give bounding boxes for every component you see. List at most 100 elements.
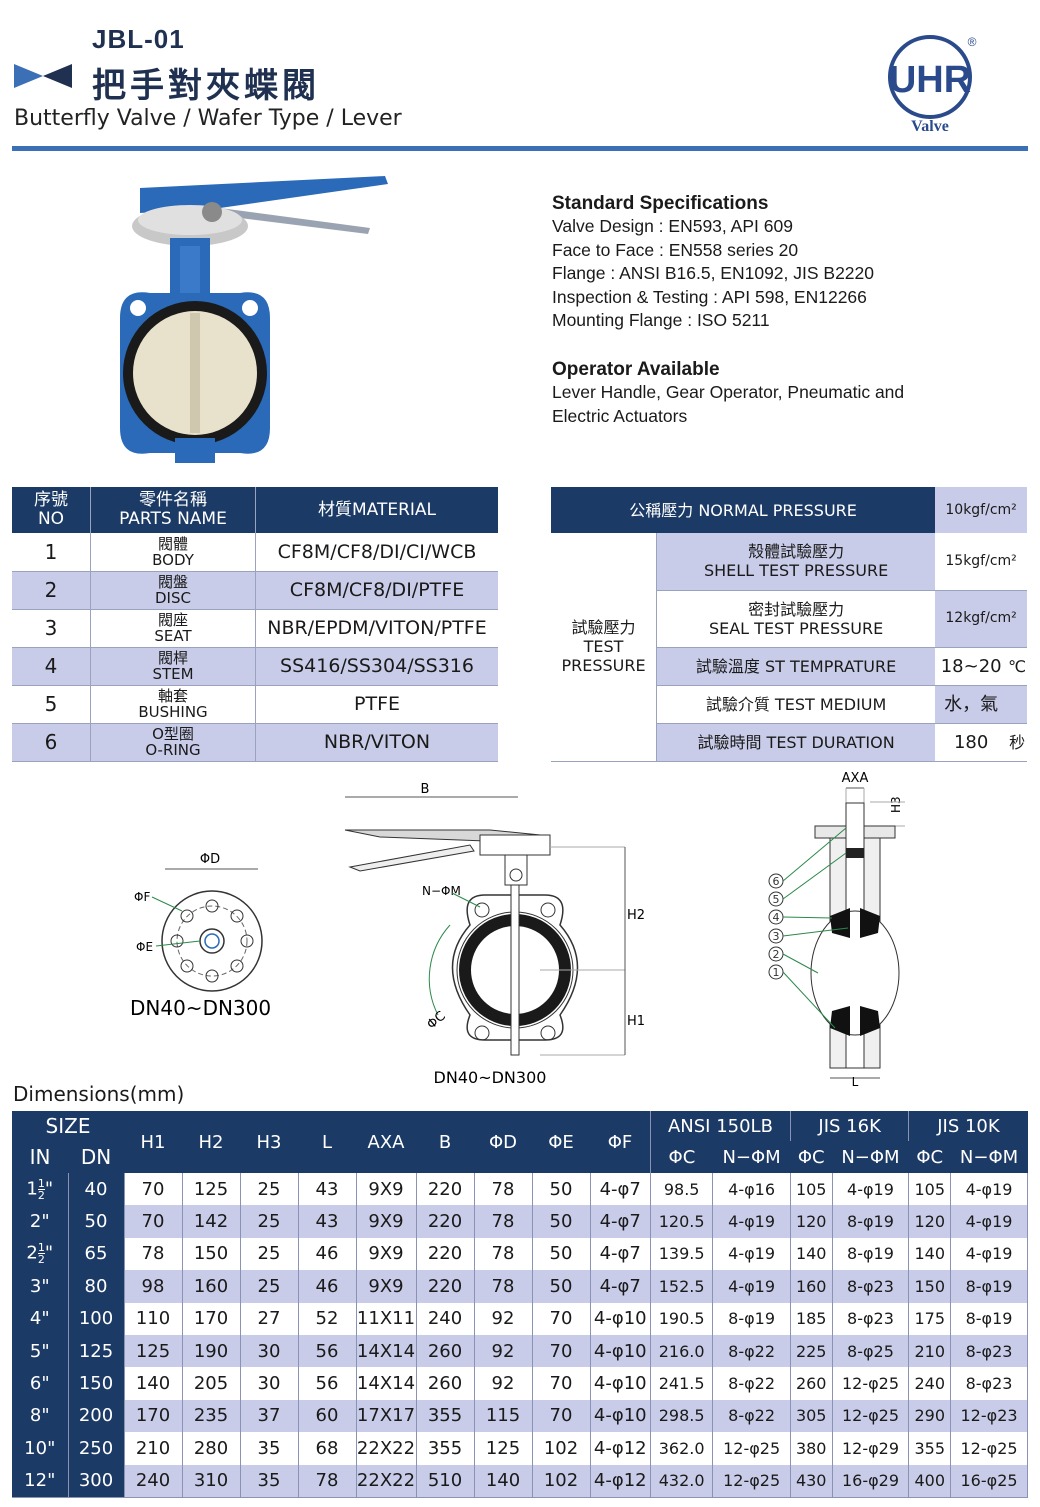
dimension-cell: 46	[298, 1237, 357, 1271]
callout-2: 2	[773, 948, 780, 961]
duration-unit: 秒	[1007, 723, 1027, 762]
dimension-cell: 355	[416, 1432, 475, 1465]
dimension-cell: 430	[790, 1464, 833, 1498]
dimension-cell: 35	[240, 1464, 299, 1498]
dimension-cell: 190.5	[650, 1302, 714, 1335]
dimension-cell: 4-φ19	[712, 1237, 791, 1271]
normal-pressure-label: 公稱壓力 NORMAL PRESSURE	[551, 487, 936, 533]
label-l: L	[852, 1075, 859, 1089]
dimension-cell: 22X22	[356, 1464, 417, 1498]
dimension-cell: 25	[240, 1173, 299, 1206]
dimension-cell: 400	[908, 1464, 952, 1498]
dimension-cell: 98.5	[650, 1173, 714, 1206]
dimensions-table: SIZE H1 H2 H3 L AXA B ΦD ΦE ΦF ANSI 150L…	[12, 1111, 1028, 1498]
dimension-cell: 25	[240, 1205, 299, 1238]
parts-head-material: 材質MATERIAL	[255, 487, 498, 533]
medium-label: 試驗介質 TEST MEDIUM	[656, 685, 936, 724]
size-dn: 100	[68, 1302, 125, 1335]
dimensions-title: Dimensions(mm)	[13, 1082, 185, 1106]
dimension-cell: 8-φ25	[832, 1334, 910, 1368]
head-col: ΦD	[474, 1111, 532, 1173]
registered-mark: ®	[968, 35, 977, 49]
dimension-cell: 12-φ25	[712, 1464, 791, 1498]
dimension-cell: 78	[298, 1464, 357, 1498]
duration-value: 180	[935, 723, 1008, 762]
dimension-cell: 9X9	[356, 1270, 417, 1303]
dimension-cell: 380	[790, 1432, 833, 1465]
dimension-cell: 8-φ23	[832, 1270, 910, 1303]
dimension-cell: 30	[240, 1334, 299, 1368]
size-dn: 40	[68, 1173, 125, 1206]
dimension-cell: 298.5	[650, 1399, 714, 1433]
front-caption: DN40~DN300	[434, 1068, 547, 1087]
head-dn: DN	[68, 1141, 124, 1173]
dimension-cell: 185	[790, 1302, 833, 1335]
dimension-cell: 8-φ22	[712, 1334, 791, 1368]
dimension-cell: 225	[790, 1334, 833, 1368]
head-sub: N−ΦM	[950, 1141, 1028, 1173]
head-col: ΦF	[590, 1111, 651, 1173]
front-view-drawing: B N−ΦM H2 H1 ΦC DN40~DN300	[344, 782, 645, 1087]
dimension-cell: 4-φ19	[950, 1205, 1028, 1238]
dimension-cell: 78	[474, 1270, 533, 1303]
seal-test-value: 12kgf/cm²	[935, 590, 1027, 648]
head-sub: ΦC	[649, 1141, 713, 1173]
dimension-cell: 510	[416, 1464, 475, 1498]
dimension-cell: 12-φ25	[832, 1367, 910, 1400]
spec-line: Inspection & Testing : API 598, EN12266	[552, 286, 867, 307]
head-col: AXA	[356, 1111, 416, 1173]
dimension-cell: 260	[416, 1334, 475, 1368]
product-title-en: Butterfly Valve / Wafer Type / Lever	[14, 106, 402, 131]
dimension-cell: 52	[298, 1302, 357, 1335]
size-inch: 4"	[12, 1302, 69, 1335]
dimension-cell: 175	[908, 1302, 952, 1335]
dimension-cell: 170	[182, 1302, 241, 1335]
dimension-cell: 160	[790, 1270, 833, 1303]
shell-test-value: 15kgf/cm²	[935, 533, 1027, 591]
dimension-cell: 4-φ10	[590, 1399, 651, 1433]
duration-label: 試驗時間 TEST DURATION	[656, 723, 936, 762]
callout-1: 1	[773, 966, 780, 979]
dimension-cell: 305	[790, 1399, 833, 1433]
dimension-cell: 4-φ12	[590, 1464, 651, 1498]
dimension-cell: 98	[124, 1270, 183, 1303]
size-dn: 65	[68, 1237, 125, 1271]
dimension-cell: 220	[416, 1237, 475, 1271]
dimension-cell: 432.0	[650, 1464, 714, 1498]
dimension-cell: 43	[298, 1205, 357, 1238]
section-drawing: AXA H3 L 6 5 4 3 2 1	[768, 771, 905, 1089]
head-group: ANSI 150LB	[650, 1111, 791, 1141]
dimension-cell: 120	[790, 1205, 833, 1238]
dimension-cell: 70	[124, 1205, 183, 1238]
dimension-cell: 140	[908, 1237, 952, 1271]
model-code: JBL-01	[92, 24, 185, 54]
label-d: ΦD	[200, 852, 220, 867]
dimension-cell: 92	[474, 1302, 533, 1335]
size-dn: 50	[68, 1205, 125, 1238]
callout-3: 3	[773, 930, 780, 943]
dimension-cell: 68	[298, 1432, 357, 1465]
dimension-cell: 60	[298, 1399, 357, 1433]
dimension-cell: 70	[532, 1399, 591, 1433]
dimension-cell: 220	[416, 1205, 475, 1238]
size-dn: 125	[68, 1334, 125, 1368]
medium-value: 水，氣	[935, 685, 1008, 724]
flange-caption: DN40~DN300	[130, 996, 271, 1020]
dimension-cell: 8-φ22	[712, 1367, 791, 1400]
size-dn: 150	[68, 1367, 125, 1400]
dimension-cell: 260	[416, 1367, 475, 1400]
dimension-cell: 12-φ23	[950, 1399, 1028, 1433]
dimension-cell: 4-φ19	[950, 1237, 1028, 1271]
spec-line: Flange : ANSI B16.5, EN1092, JIS B2220	[552, 263, 875, 283]
label-h3: H3	[889, 796, 903, 813]
operator-line: Lever Handle, Gear Operator, Pneumatic a…	[552, 382, 905, 402]
size-inch: 10"	[12, 1432, 69, 1465]
dimension-cell: 125	[182, 1173, 241, 1206]
dimension-cell: 8-φ23	[950, 1367, 1028, 1400]
label-h1: H1	[627, 1014, 645, 1029]
head-sub: N−ΦM	[712, 1141, 791, 1173]
size-inch: 2"	[12, 1205, 69, 1238]
